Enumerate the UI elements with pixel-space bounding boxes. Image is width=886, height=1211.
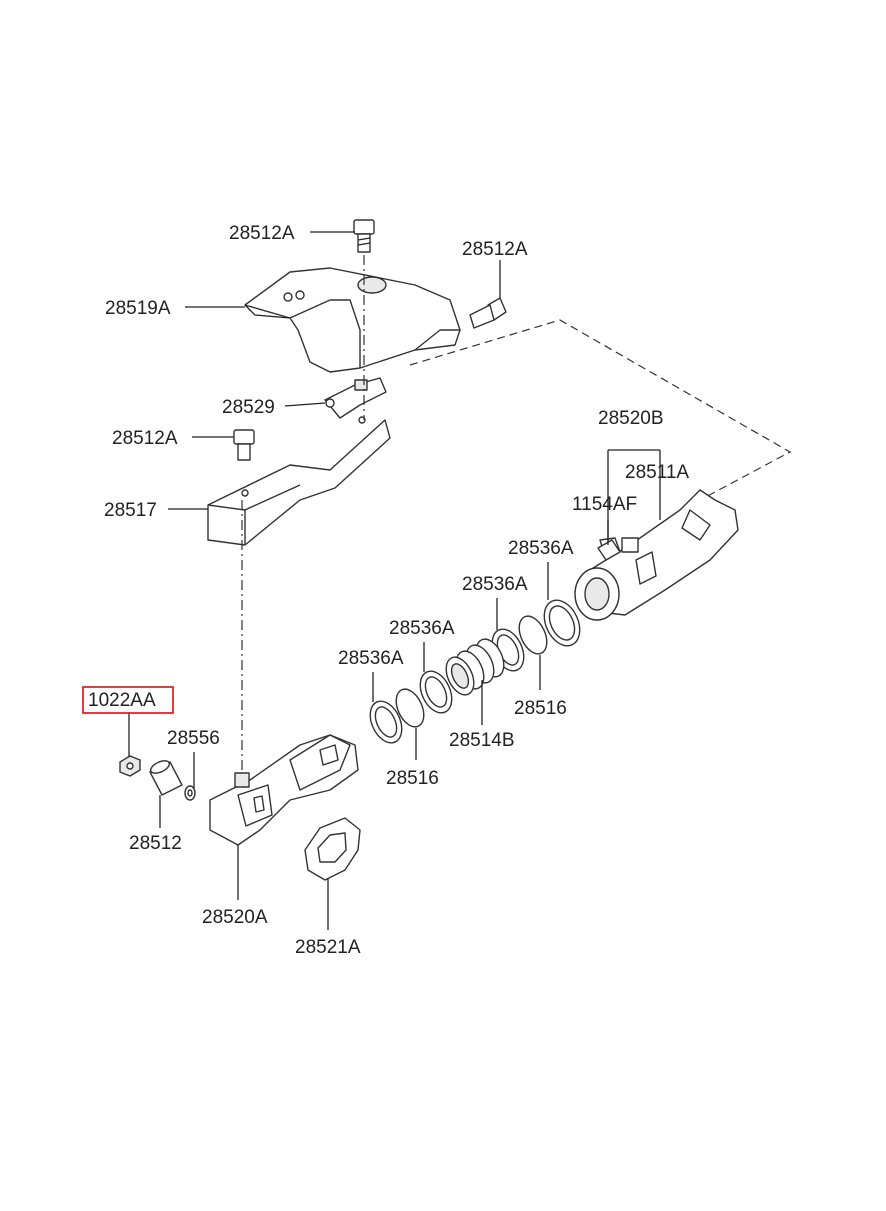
leader-lines bbox=[128, 231, 661, 930]
label-28536A-3[interactable]: 28536A bbox=[462, 574, 528, 595]
label-28536A-4[interactable]: 28536A bbox=[508, 538, 574, 559]
label-28521A[interactable]: 28521A bbox=[295, 937, 361, 958]
bolt-top-part bbox=[353, 219, 375, 253]
label-28514B[interactable]: 28514B bbox=[449, 730, 515, 751]
highlight-box-1022AA bbox=[82, 686, 174, 714]
bolt-mid-part bbox=[233, 429, 255, 461]
bolt-right-part bbox=[469, 297, 507, 329]
ring-28536A-1 bbox=[369, 700, 403, 744]
label-1154AF[interactable]: 1154AF bbox=[572, 494, 637, 515]
collar-part bbox=[149, 760, 183, 796]
dashed-connector bbox=[409, 319, 792, 501]
label-1022AA[interactable]: 1022AA bbox=[88, 690, 156, 711]
label-28517[interactable]: 28517 bbox=[104, 500, 157, 521]
gasket-28516-right bbox=[518, 615, 548, 655]
label-28511A[interactable]: 28511A bbox=[625, 462, 689, 483]
label-28516-right[interactable]: 28516 bbox=[514, 698, 567, 719]
heat-shield-part bbox=[244, 267, 461, 373]
part-labels: 28512A 28512A 28519A 28529 28512A 28517 … bbox=[82, 223, 689, 958]
label-28512A-top[interactable]: 28512A bbox=[229, 223, 295, 244]
label-28536A-2[interactable]: 28536A bbox=[389, 618, 455, 639]
label-28512A-right[interactable]: 28512A bbox=[462, 239, 528, 260]
ring-28536A-2 bbox=[419, 670, 453, 714]
left-manifold-part bbox=[209, 734, 359, 846]
label-28512A-mid[interactable]: 28512A bbox=[112, 428, 178, 449]
right-manifold-part bbox=[574, 489, 739, 621]
nut-part bbox=[119, 755, 141, 777]
label-28536A-1[interactable]: 28536A bbox=[338, 648, 404, 669]
label-28512[interactable]: 28512 bbox=[129, 833, 182, 854]
flange-gasket-part bbox=[304, 817, 361, 881]
stud-part bbox=[597, 539, 621, 561]
ring-28536A-4 bbox=[543, 599, 581, 647]
label-28519A[interactable]: 28519A bbox=[105, 298, 171, 319]
support-bracket-part bbox=[207, 416, 391, 546]
bracket-part bbox=[324, 377, 387, 419]
label-28529[interactable]: 28529 bbox=[222, 397, 275, 418]
label-28520B[interactable]: 28520B bbox=[598, 408, 664, 429]
bellows-28514B bbox=[445, 638, 505, 696]
washer-part bbox=[184, 785, 196, 801]
label-28516-left[interactable]: 28516 bbox=[386, 768, 439, 789]
label-28520A[interactable]: 28520A bbox=[202, 907, 268, 928]
label-28556[interactable]: 28556 bbox=[167, 728, 220, 749]
gasket-28516-left bbox=[395, 688, 425, 728]
